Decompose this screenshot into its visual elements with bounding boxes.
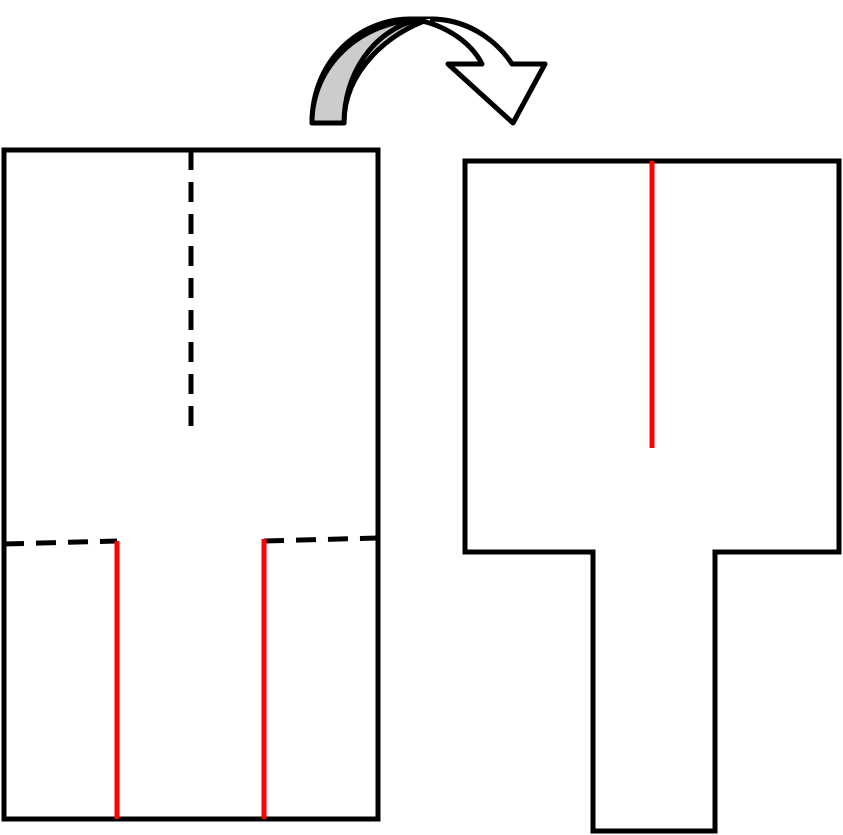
arrow-shaft-fill <box>309 16 423 126</box>
arrow-head <box>409 16 548 126</box>
fold-line-right <box>263 535 379 544</box>
t-shape-outline <box>462 158 842 834</box>
result-shape <box>462 158 842 834</box>
fold-line-left <box>3 538 118 547</box>
original-sheet <box>1 147 381 822</box>
curved-arrow-icon <box>309 16 548 126</box>
